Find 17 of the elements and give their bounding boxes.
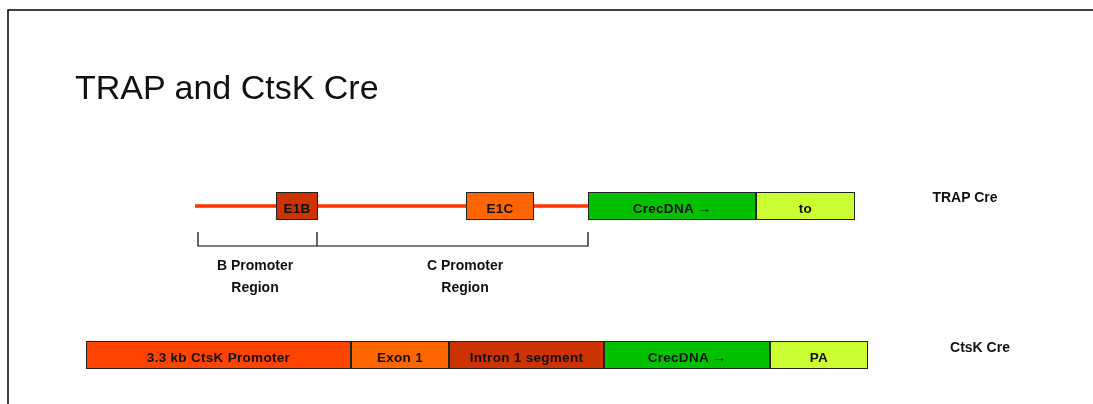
region-label: B Promoter Region [215, 256, 295, 297]
construct-label: CtsK Cre [949, 338, 1011, 357]
exon-segment: E1C [466, 192, 534, 220]
exon-segment: E1B [276, 192, 318, 220]
tail-segment: PA [770, 341, 868, 369]
dna-line [534, 204, 588, 208]
exon-segment: Exon 1 [351, 341, 449, 369]
tail-segment: to [756, 192, 855, 220]
dna-line [195, 204, 276, 208]
cdna-segment: CrecDNA → [588, 192, 756, 220]
intron-segment: Intron 1 segment [449, 341, 604, 369]
cdna-segment: CrecDNA → [604, 341, 770, 369]
title: TRAP and CtsK Cre [75, 68, 379, 107]
region-label: C Promoter Region [425, 256, 505, 297]
dna-line [318, 204, 466, 208]
promoter-segment: 3.3 kb CtsK Promoter [86, 341, 351, 369]
construct-label: TRAP Cre [931, 188, 999, 207]
